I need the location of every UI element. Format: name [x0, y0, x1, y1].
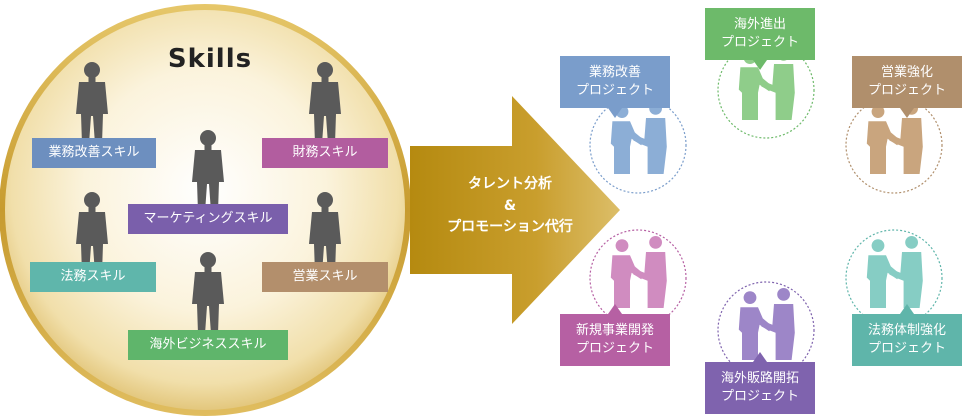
project-circle-homu	[845, 229, 943, 327]
handshake-icon	[866, 102, 923, 174]
arrow-text-line: タレント分析	[468, 176, 552, 192]
skill-label-eigyo: 営業スキル	[262, 262, 388, 292]
project-label-shinki: 新規事業開発 プロジェクト	[560, 304, 670, 366]
skill-label-kaigai: 海外ビジネススキル	[128, 330, 288, 360]
arrow-text-line: &	[503, 197, 517, 214]
project-label-gyomu: 業務改善 プロジェクト	[560, 56, 670, 118]
project-label-hanro: 海外販路開拓 プロジェクト	[705, 352, 815, 414]
handshake-icon	[738, 288, 795, 360]
arrow-text: タレント分析 & プロモーション代行	[410, 174, 610, 239]
skill-label-homu: 法務スキル	[30, 262, 156, 292]
arrow-text-line: プロモーション代行	[447, 219, 573, 236]
project-circle-eigyo	[845, 96, 943, 194]
skill-label-zaimu: 財務スキル	[262, 138, 388, 168]
handshake-icon	[610, 236, 667, 308]
skill-label-marketing: マーケティングスキル	[128, 204, 288, 234]
project-label-eigyo: 営業強化 プロジェクト	[852, 56, 962, 118]
project-label-kaigai: 海外進出 プロジェクト	[705, 8, 815, 70]
skill-label-gyomu: 業務改善スキル	[32, 138, 156, 168]
skills-title: Skills	[167, 44, 253, 74]
handshake-icon	[866, 236, 923, 308]
project-label-homu: 法務体制強化 プロジェクト	[852, 304, 962, 366]
project-circle-shinki	[589, 229, 687, 327]
project-circle-hanro	[717, 281, 815, 379]
flow-arrow	[410, 96, 620, 324]
